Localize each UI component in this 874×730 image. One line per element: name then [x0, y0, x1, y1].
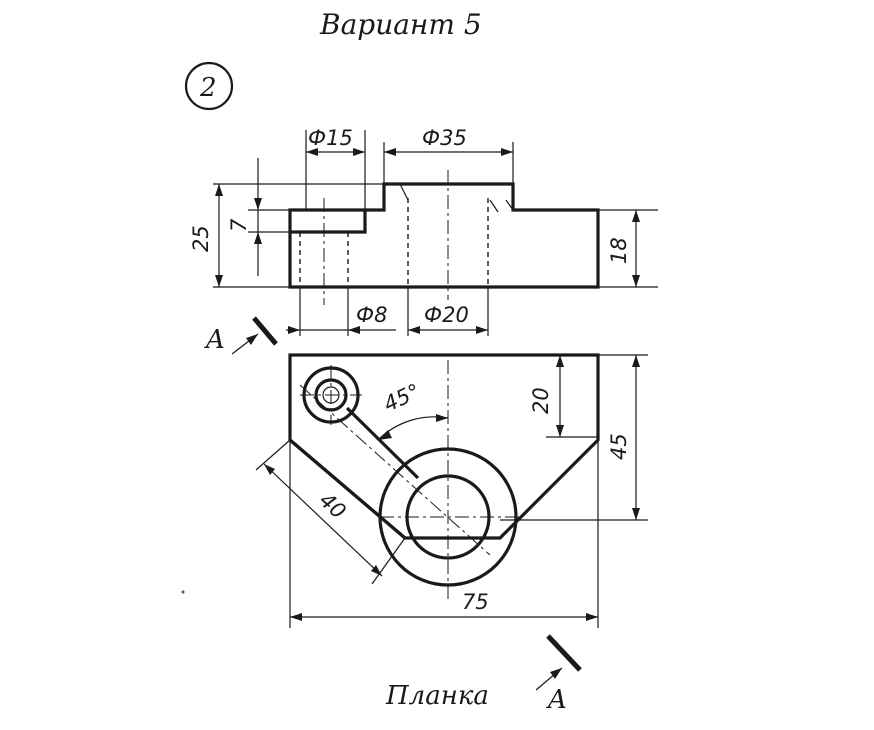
dim-d15: Ф15 — [308, 126, 353, 150]
dim-len40: 40 — [315, 488, 351, 524]
drawing-caption: Планка — [385, 681, 489, 711]
dim-len75: 75 — [462, 590, 489, 614]
dim-d20: Ф20 — [424, 303, 469, 327]
dim-h20: 20 — [529, 387, 553, 414]
variant-number: 2 — [199, 73, 217, 103]
dim-h25: 25 — [189, 225, 213, 252]
dim-d35: Ф35 — [422, 126, 467, 150]
section-mark-top: A — [204, 316, 278, 355]
drawing-title: Вариант 5 — [319, 8, 482, 41]
variant-number-circle — [184, 61, 234, 111]
top-view: 45° 20 45 40 75 — [255, 353, 648, 628]
front-view: Ф15 Ф35 25 7 18 Ф8 Ф20 — [189, 126, 658, 336]
dim-h18: 18 — [607, 237, 631, 264]
section-mark-bottom: A — [535, 634, 582, 715]
dim-h45: 45 — [607, 433, 631, 460]
dim-h7: 7 — [227, 218, 251, 232]
dim-d8: Ф8 — [356, 303, 387, 327]
section-label-bottom: A — [546, 685, 567, 715]
speck — [181, 590, 185, 594]
section-label-top: A — [204, 325, 225, 355]
dim-angle45: 45° — [380, 379, 424, 416]
